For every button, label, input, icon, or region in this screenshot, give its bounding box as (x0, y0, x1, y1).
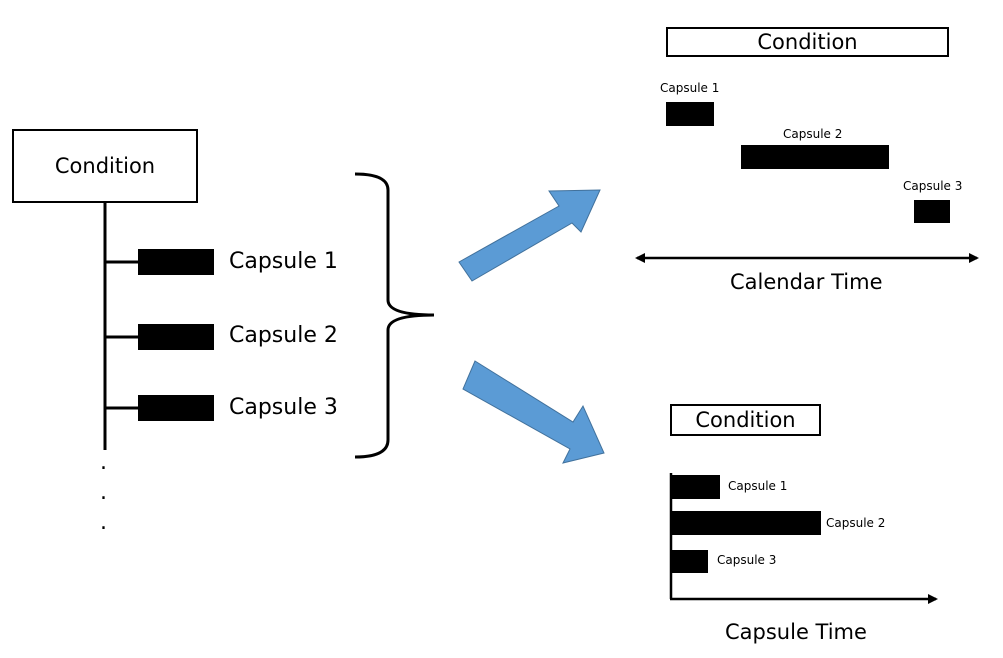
tree-capsule-2-bar (138, 324, 214, 350)
capsule-view-capsule-1-bar (672, 475, 720, 499)
capsule-view-capsule-3-bar (672, 550, 708, 573)
tree-condition-box: Condition (12, 129, 198, 203)
tree-capsule-1-bar (138, 249, 214, 275)
arrow-to-calendar-view-icon (458, 189, 601, 282)
tree-ellipsis-dot-3: . (100, 510, 107, 535)
capsule-view-capsule-2-label: Capsule 2 (826, 516, 886, 530)
calendar-capsule-2-label: Capsule 2 (783, 127, 843, 141)
tree-ellipsis-dot-2: . (100, 480, 107, 505)
calendar-capsule-3-label: Capsule 3 (903, 179, 963, 193)
capsule-time-axis-label: Capsule Time (725, 620, 867, 644)
calendar-capsule-1-bar (666, 102, 714, 126)
calendar-condition-box: Condition (666, 27, 949, 57)
tree-capsule-2-label: Capsule 2 (229, 323, 338, 348)
calendar-capsule-1-label: Capsule 1 (660, 81, 720, 95)
calendar-condition-label: Condition (757, 30, 858, 54)
tree-capsule-1-label: Capsule 1 (229, 249, 338, 274)
arrow-to-capsule-view-icon (462, 360, 605, 464)
capsule-view-capsule-1-label: Capsule 1 (728, 479, 788, 493)
capsule-view-condition-label: Condition (695, 408, 796, 432)
calendar-time-axis-label: Calendar Time (730, 270, 883, 294)
tree-ellipsis-dot-1: . (100, 450, 107, 475)
capsule-view-capsule-2-bar (672, 511, 821, 535)
tree-capsule-3-bar (138, 395, 214, 421)
tree-condition-label: Condition (54, 154, 156, 178)
calendar-capsule-3-bar (914, 200, 950, 223)
capsule-view-capsule-3-label: Capsule 3 (717, 553, 777, 567)
capsule-view-condition-box: Condition (670, 404, 821, 436)
tree-capsule-3-label: Capsule 3 (229, 395, 338, 420)
calendar-capsule-2-bar (741, 145, 889, 169)
grouping-brace (354, 172, 435, 459)
